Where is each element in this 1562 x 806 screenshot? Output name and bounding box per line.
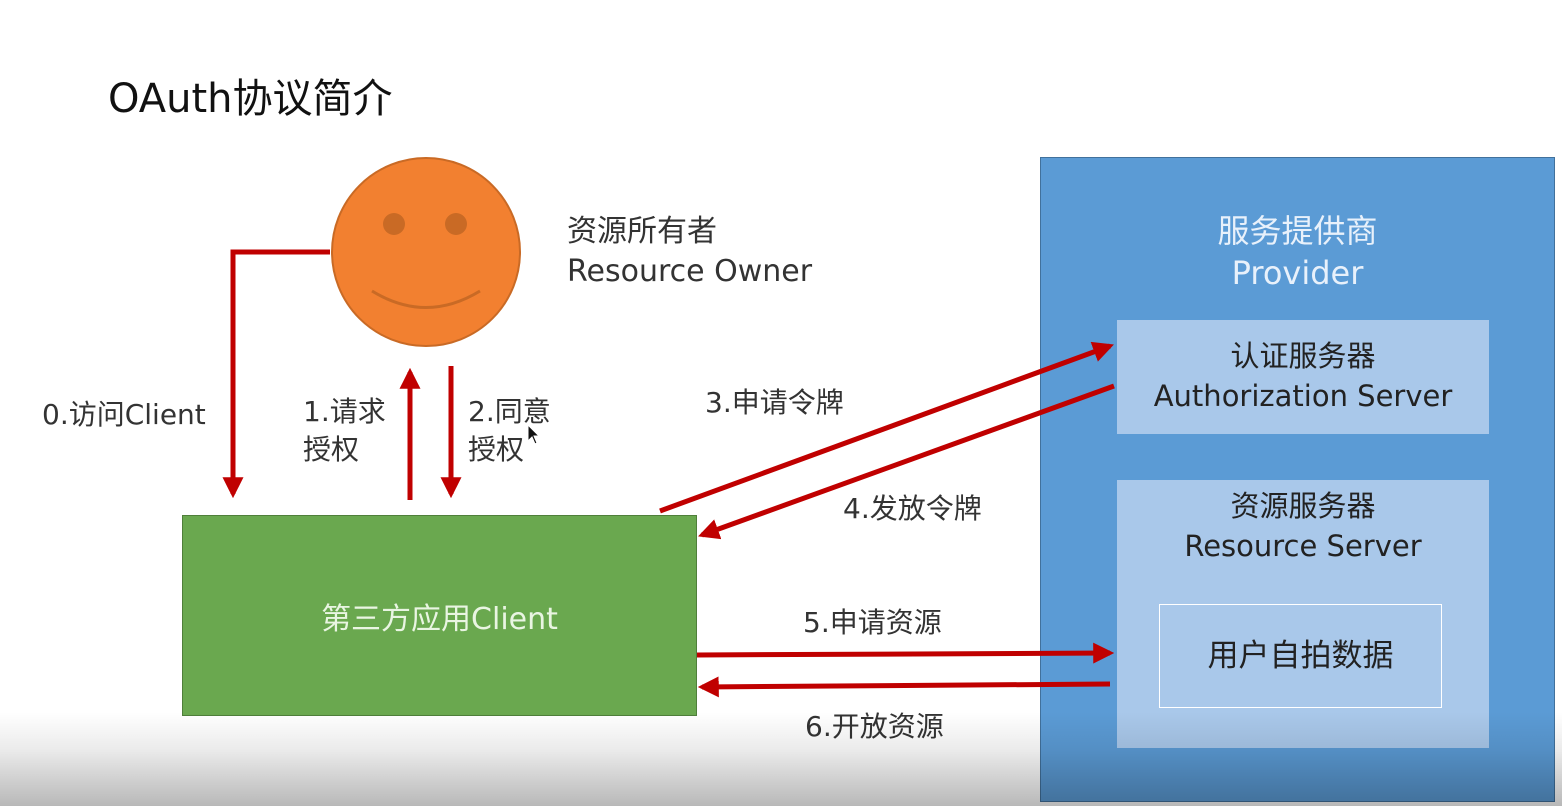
step-0-label: 0.访问Client [42,398,206,431]
step-4-label: 4.发放令牌 [843,492,982,525]
provider-title-cn: 服务提供商 [1217,212,1378,250]
resource-owner-smiley-icon [331,157,521,347]
step-1-label-line2: 授权 [303,433,360,466]
resource-server-box: 资源服务器 Resource Server 用户自拍数据 [1117,480,1489,748]
provider-title-en: Provider [1231,254,1364,292]
authorization-server-label-cn: 认证服务器 [1230,339,1376,373]
step-1-label-line1: 1.请求 [303,395,386,428]
client-label: 第三方应用Client [321,601,558,637]
user-photo-data-box: 用户自拍数据 [1159,604,1442,708]
user-photo-data-label: 用户自拍数据 [1207,638,1394,674]
provider-box: 服务提供商 Provider 认证服务器 Authorization Serve… [1040,157,1555,802]
step-1-label: 1.请求 授权 [303,393,386,469]
resource-owner-label-en: Resource Owner [567,254,813,289]
mouse-cursor-icon [527,424,541,445]
client-box: 第三方应用Client [182,515,697,716]
authorization-server-box: 认证服务器 Authorization Server [1117,320,1489,434]
slide-title: OAuth协议简介 [108,76,393,122]
authorization-server-label-en: Authorization Server [1153,379,1453,413]
cropped-header-fragment [430,0,650,4]
resource-server-label-cn: 资源服务器 [1230,489,1376,523]
provider-title: 服务提供商 Provider [1041,210,1554,294]
step-2-label-line2: 授权 [468,433,525,466]
resource-server-label-en: Resource Server [1184,529,1422,563]
step-3-label: 3.申请令牌 [705,386,844,419]
step-2-label: 2.同意 授权 [468,393,551,469]
step-2-label-line1: 2.同意 [468,395,551,428]
step-5-label: 5.申请资源 [803,606,942,639]
resource-owner-label-cn: 资源所有者 [567,214,717,249]
step-6-label: 6.开放资源 [805,710,944,743]
resource-owner-label: 资源所有者 Resource Owner [567,212,812,292]
